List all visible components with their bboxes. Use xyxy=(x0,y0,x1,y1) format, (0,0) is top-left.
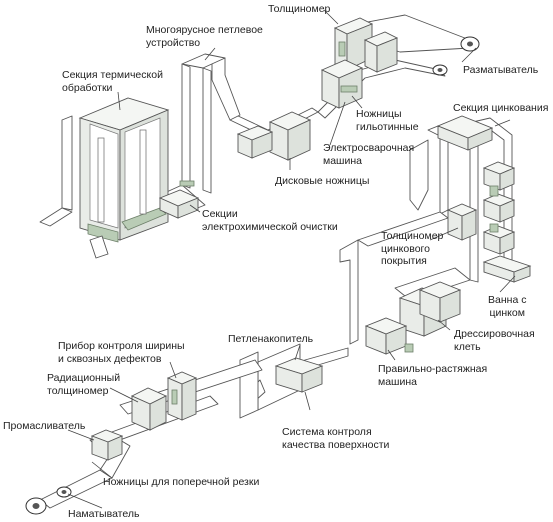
zinc-bath-unit xyxy=(482,255,532,283)
label-width-control: Прибор контроля ширины и сквозных дефект… xyxy=(58,340,185,365)
label-skin-pass-stand: Дрессировочная клеть xyxy=(454,328,535,353)
label-electrochem-cleaning: Секции электрохимической очистки xyxy=(202,208,338,233)
skin-pass-stand xyxy=(398,281,462,337)
label-accumulator: Петленакопитель xyxy=(228,333,314,345)
label-oiler: Промасливатель xyxy=(3,420,86,432)
welder-machine xyxy=(320,59,364,109)
label-welder: Электросварочная машина xyxy=(323,142,415,167)
label-recoiler: Наматыватель xyxy=(68,508,140,520)
label-disc-shears: Дисковые ножницы xyxy=(275,175,370,187)
label-heat-treatment: Секция термической обработки xyxy=(62,69,163,94)
label-tension-leveler: Правильно-растяжная машина xyxy=(378,363,488,388)
label-radiation-gauge: Радиационный толщиномер xyxy=(47,372,121,397)
zinc-gauge-unit xyxy=(446,203,478,241)
accumulator-unit xyxy=(274,357,324,393)
thickness-gauge-top xyxy=(333,17,399,73)
electrochem-cleaning xyxy=(158,180,200,219)
oiler-unit xyxy=(90,429,124,461)
label-thickness-gauge: Толщиномер xyxy=(268,3,331,15)
tension-leveler-unit xyxy=(364,317,414,355)
recoiler-roll xyxy=(25,486,72,515)
leader-lines xyxy=(67,9,516,509)
heat-treatment-furnace xyxy=(39,97,170,259)
zinc-section-tower xyxy=(436,115,516,255)
label-zinc-section: Секция цинкования xyxy=(453,102,549,114)
label-zinc-coating-gauge: Толщиномер цинкового покрытия xyxy=(381,230,444,267)
radiation-gauge-unit xyxy=(130,387,168,431)
label-guillotine-shears: Ножницы гильотинные xyxy=(356,108,419,133)
label-cross-cut-shears: Ножницы для поперечной резки xyxy=(103,476,260,488)
width-control-device xyxy=(166,371,198,421)
label-multitier-looper: Многоярусное петлевое устройство xyxy=(146,24,263,49)
label-uncoiler: Разматыватель xyxy=(463,64,539,76)
label-zinc-bath: Ванна с цинком xyxy=(488,294,527,319)
disc-shears-unit xyxy=(236,111,312,161)
uncoiler-roll xyxy=(432,36,480,76)
label-surface-control: Система контроля качества поверхности xyxy=(282,426,390,451)
